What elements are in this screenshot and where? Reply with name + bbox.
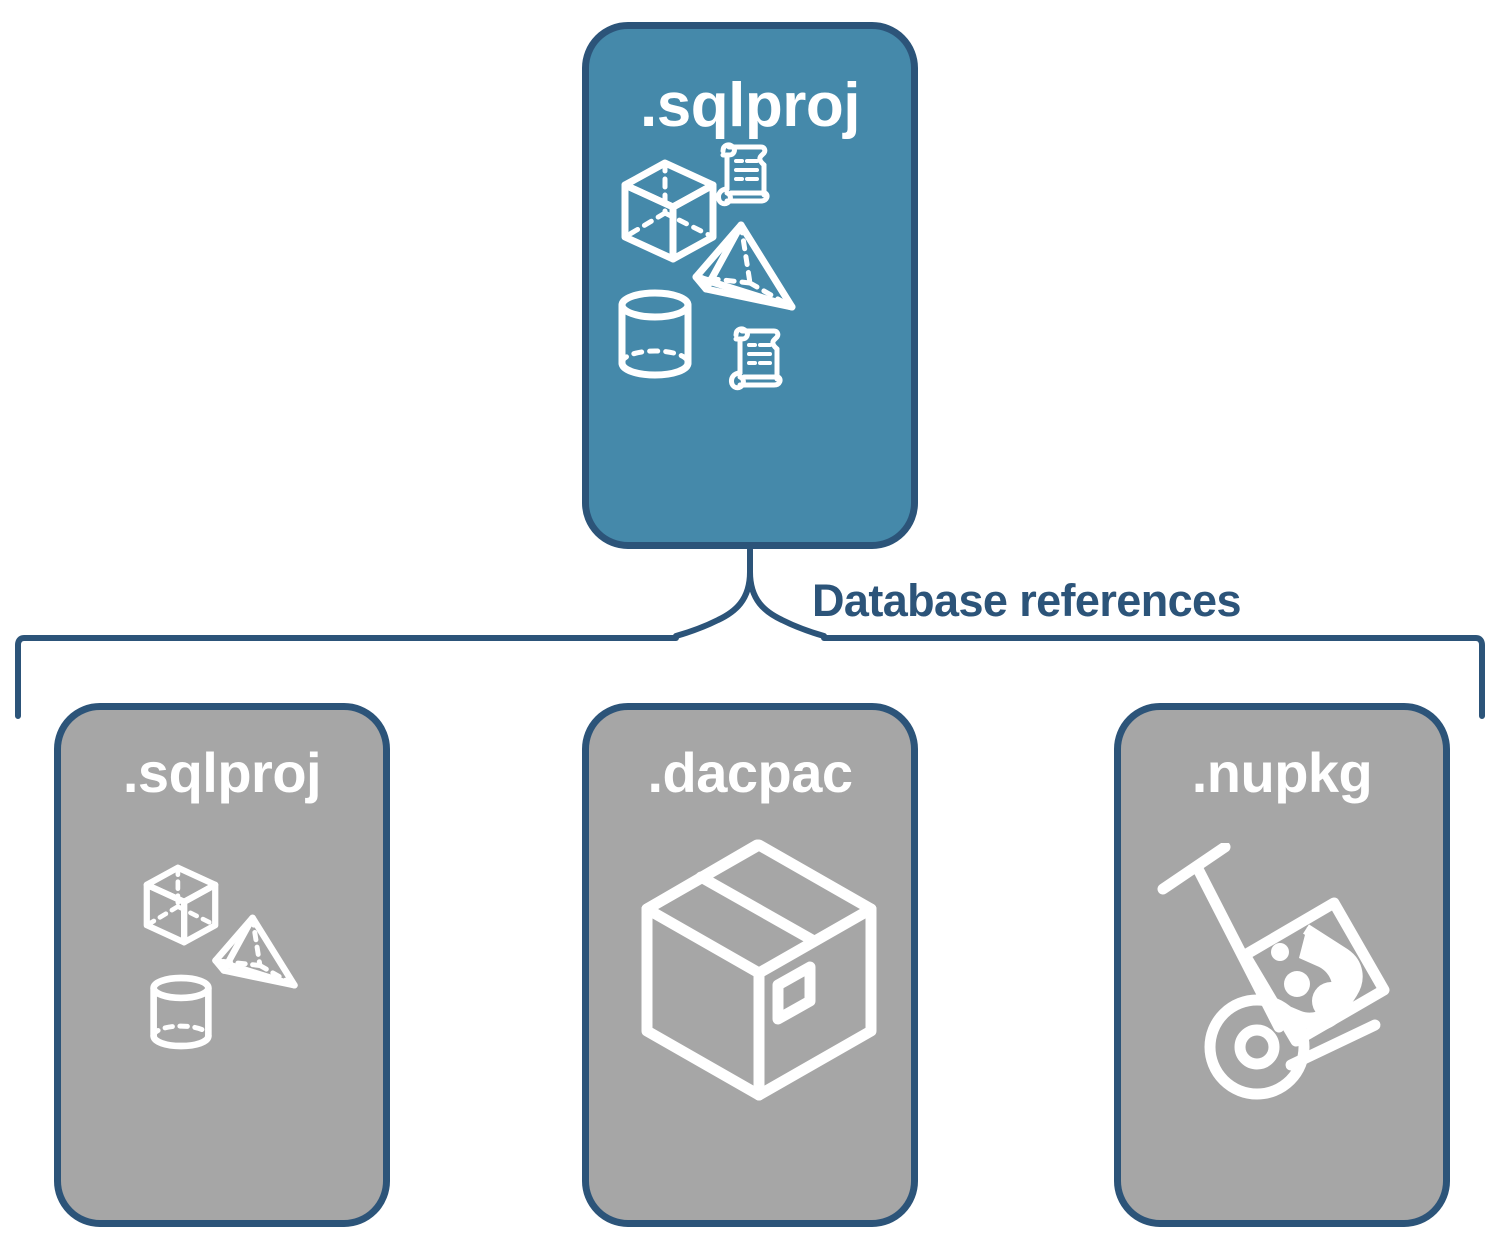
node-root-title: .sqlproj [640, 71, 860, 140]
node-reference-dacpac[interactable]: .dacpac [582, 703, 918, 1227]
pyramid-icon [212, 914, 298, 989]
node-reference-nupkg[interactable]: .nupkg [1114, 703, 1450, 1227]
node-reference-dacpac-title: .dacpac [647, 741, 853, 804]
hand-truck-icon [1157, 843, 1390, 1100]
cube-icon [621, 159, 717, 263]
node-root-icon-group [589, 137, 911, 542]
node-reference-sqlproj[interactable]: .sqlproj [54, 703, 390, 1227]
scroll-icon [716, 142, 770, 207]
pyramid-icon [692, 221, 796, 311]
node-root-sqlproj[interactable]: .sqlproj [582, 22, 918, 549]
cylinder-icon [618, 289, 692, 379]
node-reference-sqlproj-icon-group [61, 801, 383, 1220]
cylinder-icon [150, 974, 212, 1050]
connector-label: Database references [812, 575, 1241, 626]
node-reference-sqlproj-title: .sqlproj [122, 741, 322, 804]
node-reference-nupkg-icon-group [1121, 801, 1443, 1220]
scroll-icon [729, 326, 783, 391]
cube-icon [143, 864, 219, 946]
package-box-icon [641, 839, 877, 1101]
node-reference-dacpac-icon-group [589, 801, 911, 1220]
node-reference-nupkg-title: .nupkg [1191, 741, 1373, 804]
